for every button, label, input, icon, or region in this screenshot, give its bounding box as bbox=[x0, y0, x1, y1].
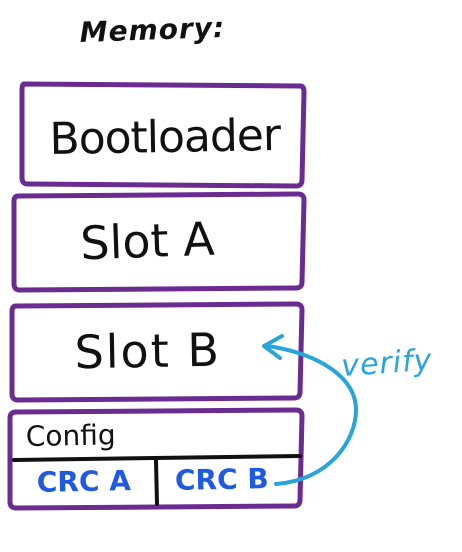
slot-b-label: Slot B bbox=[74, 323, 221, 380]
bootloader-block: Bootloader bbox=[19, 81, 307, 189]
bootloader-block-border bbox=[19, 81, 307, 189]
crc-b-label: CRC B bbox=[175, 462, 269, 497]
diagram-title: Memory: bbox=[79, 11, 226, 49]
config-label: Config bbox=[26, 418, 116, 453]
verify-arrow-head-icon bbox=[262, 334, 284, 360]
verify-arrow-line bbox=[266, 344, 359, 486]
bootloader-label: Bootloader bbox=[49, 110, 282, 165]
slot-b-block: Slot B bbox=[9, 301, 305, 403]
config-block: Config CRC A CRC B bbox=[7, 407, 305, 511]
verify-annotation: verify bbox=[262, 334, 434, 486]
verify-label: verify bbox=[340, 343, 434, 384]
slot-b-block-border bbox=[9, 301, 305, 403]
crc-a-label: CRC A bbox=[37, 464, 132, 499]
config-divider bbox=[12, 454, 302, 462]
config-block-border bbox=[7, 407, 305, 511]
slot-a-label: Slot A bbox=[79, 212, 216, 271]
crc-separator bbox=[154, 459, 159, 506]
slot-a-block-border bbox=[11, 191, 307, 293]
slot-a-block: Slot A bbox=[11, 191, 307, 293]
